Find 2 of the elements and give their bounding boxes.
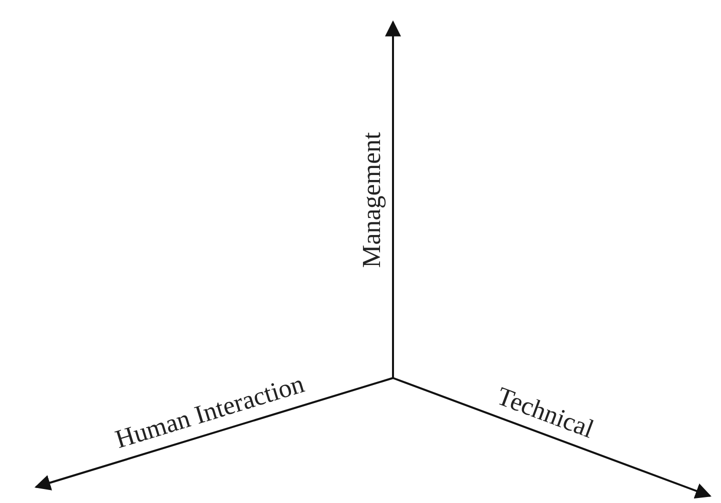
axis-label: Management [356, 132, 387, 268]
axis-label: Human Interaction [112, 369, 308, 455]
